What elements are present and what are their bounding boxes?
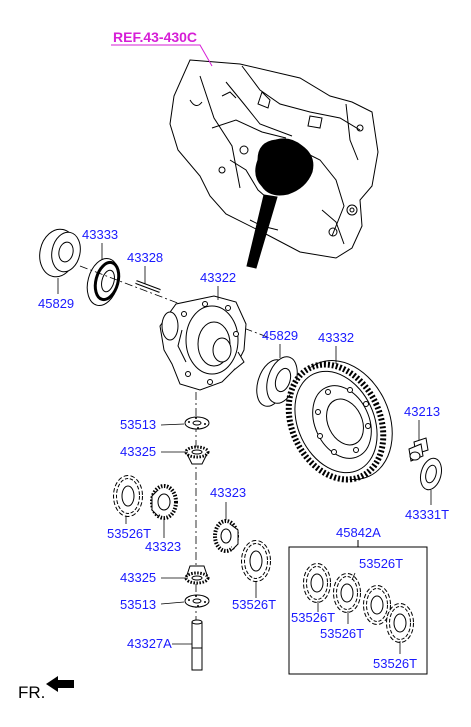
kit-box <box>288 540 428 675</box>
transaxle-case-icon <box>169 59 379 269</box>
direction-label: FR. <box>18 683 45 702</box>
spacer-icon <box>184 594 210 608</box>
oil-seal-icon <box>86 257 121 307</box>
callout-43325[interactable]: 43325 <box>120 570 156 585</box>
thrust-washer-icon <box>303 563 331 603</box>
callout-43333[interactable]: 43333 <box>82 227 118 242</box>
callout-53526T[interactable]: 53526T <box>373 656 417 671</box>
side-gear-icon <box>150 484 178 520</box>
callout-43323[interactable]: 43323 <box>145 539 181 554</box>
callout-43328[interactable]: 43328 <box>127 250 163 265</box>
spacer-icon <box>135 280 161 293</box>
ring-gear-icon <box>285 360 393 483</box>
thrust-washer-icon <box>363 585 391 625</box>
bearing-icon <box>39 228 81 278</box>
callout-45829[interactable]: 45829 <box>262 328 298 343</box>
callout-43322[interactable]: 43322 <box>200 270 236 285</box>
thrust-washer-icon <box>113 475 143 517</box>
forward-arrow-icon <box>46 676 74 692</box>
thrust-washer-icon <box>386 603 414 643</box>
callout-53526T[interactable]: 53526T <box>359 556 403 571</box>
callout-53513[interactable]: 53513 <box>120 417 156 432</box>
callout-43332[interactable]: 43332 <box>318 330 354 345</box>
callout-53526T[interactable]: 53526T <box>232 597 276 612</box>
leader-lines <box>57 243 432 654</box>
callout-43213[interactable]: 43213 <box>404 404 440 419</box>
callout-53513[interactable]: 53513 <box>120 597 156 612</box>
callout-43323[interactable]: 43323 <box>210 485 246 500</box>
differential-case-icon <box>159 295 247 391</box>
callout-53526T[interactable]: 53526T <box>320 626 364 641</box>
spacer-icon <box>184 416 210 430</box>
callout-43325[interactable]: 43325 <box>120 444 156 459</box>
thrust-washer-icon <box>241 540 271 582</box>
side-gear-icon <box>213 519 239 553</box>
callout-53526T[interactable]: 53526T <box>107 526 151 541</box>
callout-43331T[interactable]: 43331T <box>405 507 449 522</box>
axis-line <box>79 265 271 339</box>
thrust-washer-icon <box>333 573 361 613</box>
reference-label[interactable]: REF.43-430C <box>113 29 197 45</box>
reference-leader <box>111 44 213 67</box>
pinion-gear-icon <box>184 445 210 465</box>
callout-53526T[interactable]: 53526T <box>291 610 335 625</box>
callout-43327A[interactable]: 43327A <box>127 636 172 651</box>
thrust-washer-icon <box>419 457 443 491</box>
bolt-icon <box>408 437 429 462</box>
callout-45842A[interactable]: 45842A <box>336 525 381 540</box>
pinion-gear-icon <box>184 565 210 585</box>
callout-45829[interactable]: 45829 <box>38 296 74 311</box>
callout-labels: 43333 45829 43328 43322 45829 43332 4321… <box>38 227 449 671</box>
shaft-icon <box>191 619 203 671</box>
